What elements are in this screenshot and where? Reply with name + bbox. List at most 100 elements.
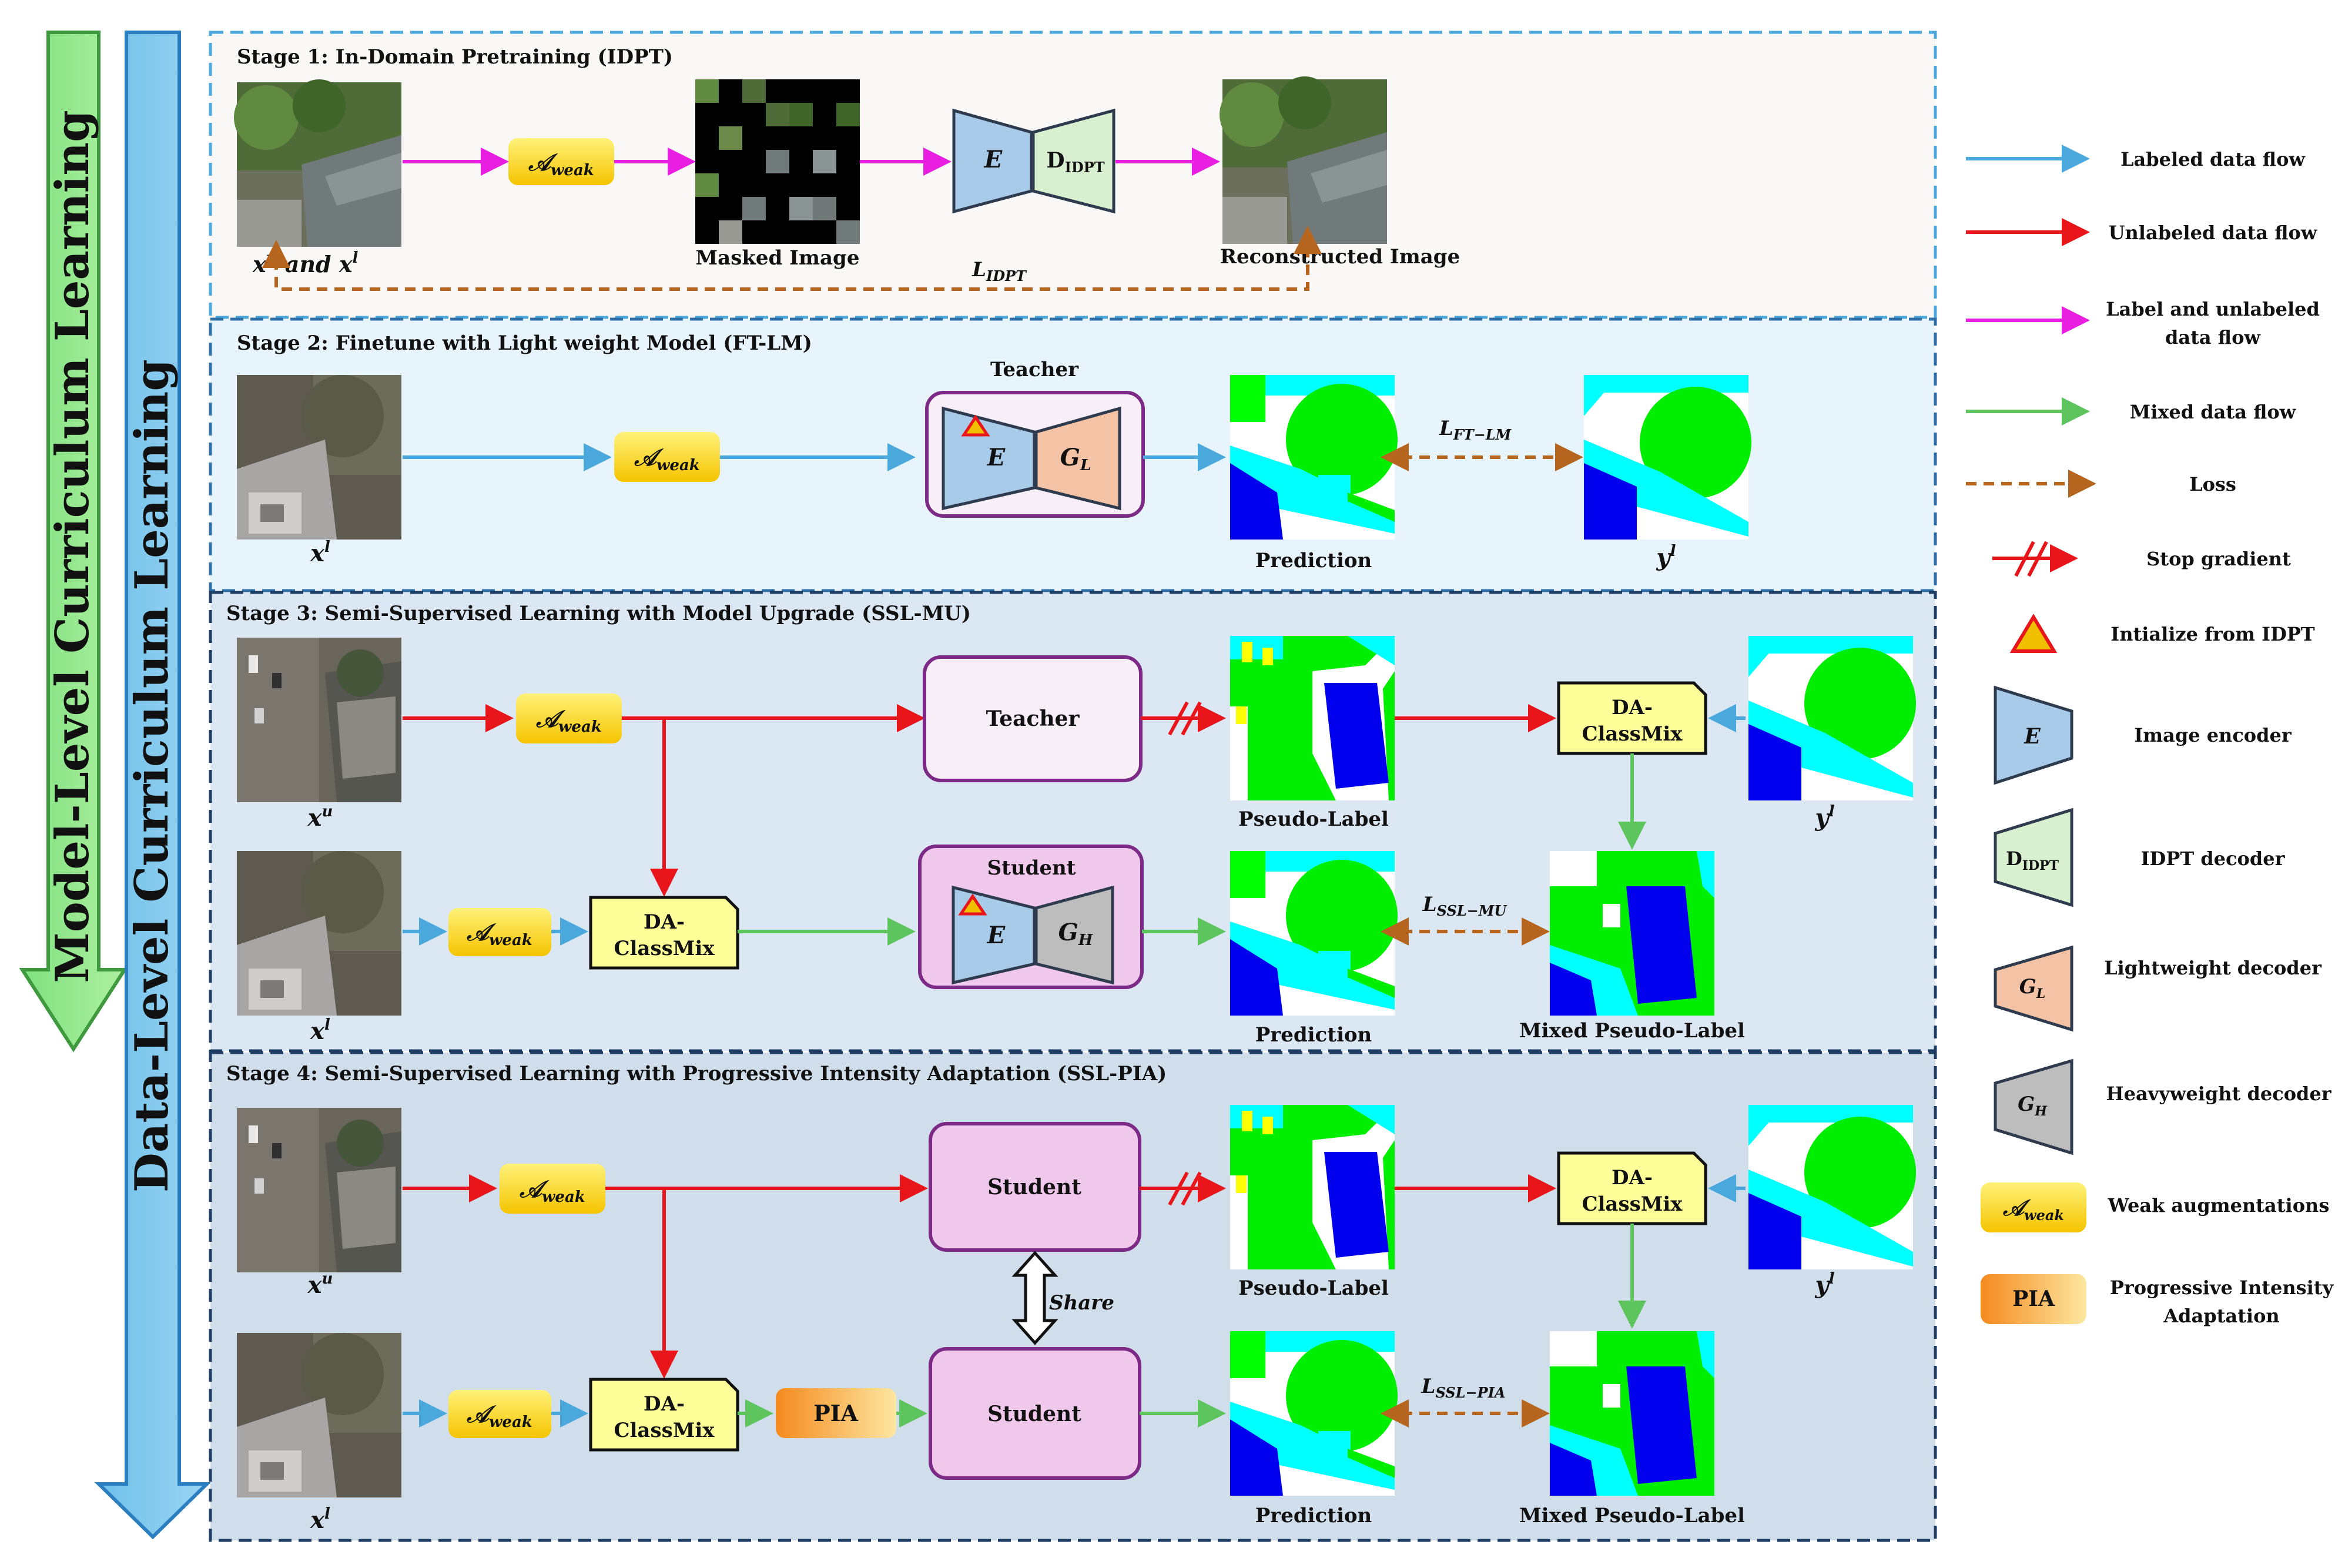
stage3-classmix-bottom: DA- ClassMix (589, 896, 739, 970)
stage1-masked-label: Masked Image (696, 246, 860, 270)
stage3-mixed-pseudo-map (1550, 851, 1714, 1016)
model-level-label: Model-Level Curriculum Learning (46, 110, 99, 983)
legend-labeled: Labeled data flow (2120, 148, 2306, 170)
svg-text:Share: Share (1049, 1291, 1114, 1315)
legend-label-unlabeled-1: Label and unlabeled (2106, 298, 2320, 320)
legend-light: Lightweight decoder (2104, 957, 2322, 979)
stage1-loss-line (262, 226, 1322, 291)
stage4-classmix-top: DA- ClassMix (1557, 1151, 1707, 1225)
svg-text:PIA: PIA (813, 1400, 858, 1426)
legend-light-decoder-icon: GL (1994, 945, 2073, 1032)
svg-text:DA-: DA- (644, 1392, 685, 1416)
svg-text:ClassMix: ClassMix (614, 1419, 715, 1442)
stage3-labeled-image (237, 851, 401, 1016)
svg-text:𝒜weak: 𝒜weak (535, 705, 602, 736)
stage4-xl-label: xl (310, 1505, 330, 1534)
svg-text:𝒜weak: 𝒜weak (2002, 1194, 2064, 1224)
stage1-encoder: E (952, 108, 1033, 214)
legend-heavy-decoder-icon: GH (1994, 1058, 2073, 1155)
stage4-stop-gradient (1168, 1171, 1202, 1206)
svg-text:DIDPT: DIDPT (2006, 847, 2059, 873)
svg-text:GH: GH (1058, 919, 1094, 949)
svg-text:E: E (987, 922, 1006, 949)
stage3-loss-label: LSSL−MU (1422, 893, 1508, 919)
stage4-pia-block: PIA (776, 1388, 896, 1438)
legend-idpt-decoder-icon: DIDPT (1994, 808, 2073, 907)
stage3-pseudo-label-map (1230, 636, 1395, 800)
stage3-unlabeled-image (237, 638, 401, 802)
stage3-stop-gradient (1168, 701, 1202, 736)
svg-text:𝒜weak: 𝒜weak (528, 149, 594, 179)
stage4-unlabeled-image (237, 1108, 401, 1272)
stage3-student-label: Student (987, 856, 1076, 880)
stage4-prediction-map (1230, 1331, 1398, 1496)
stage2-teacher-title: Teacher (990, 358, 1079, 381)
legend-init-triangle-icon (2009, 614, 2058, 653)
stage4-ground-truth (1748, 1105, 1916, 1269)
legend-stop: Stop gradient (2146, 548, 2291, 570)
stage4-mixed-label: Mixed Pseudo-Label (1519, 1504, 1745, 1527)
svg-text:DA-: DA- (1612, 696, 1653, 719)
stage1-reconstructed-image (1220, 76, 1387, 244)
legend-encoder-icon: E (1994, 685, 2073, 785)
stage3-init-triangle (958, 893, 987, 916)
stage4-classmix-bottom: DA- ClassMix (589, 1378, 739, 1452)
stage3-xu-label: xu (307, 803, 333, 832)
stage2-title: Stage 2: Finetune with Light weight Mode… (237, 331, 812, 355)
svg-text:ClassMix: ClassMix (1582, 722, 1683, 746)
stage2-weak-aug: 𝒜weak (614, 432, 720, 482)
stage4-pseudo-label: Pseudo-Label (1238, 1276, 1389, 1300)
stage4-weak-aug-l: 𝒜weak (448, 1390, 551, 1438)
stage1-weak-aug: 𝒜weak (508, 138, 614, 185)
svg-text:DA-: DA- (1612, 1166, 1653, 1190)
stage2-ground-truth (1584, 375, 1751, 540)
legend-init: Intialize from IDPT (2110, 623, 2315, 645)
stage3-teacher-label: Teacher (986, 706, 1080, 731)
stage2-init-triangle (961, 414, 990, 437)
stage2-input-image (237, 375, 401, 540)
legend-unlabeled: Unlabeled data flow (2109, 222, 2318, 244)
stage3-prediction-map (1230, 851, 1398, 1016)
stage2-input-label: xl (310, 538, 330, 567)
stage4-student-bottom-label: Student (987, 1402, 1081, 1426)
stage3-prediction-label: Prediction (1255, 1023, 1372, 1047)
stage2-target-label: yl (1656, 542, 1676, 571)
svg-text:E: E (2024, 724, 2041, 749)
stage4-prediction-label: Prediction (1255, 1504, 1372, 1527)
stage3-ground-truth (1748, 636, 1916, 800)
legend-stop-gradient-icon (1992, 541, 2078, 577)
legend-encoder: Image encoder (2134, 724, 2292, 746)
svg-text:ClassMix: ClassMix (614, 937, 715, 960)
svg-text:GL: GL (2019, 975, 2046, 1001)
data-level-label: Data-Level Curriculum Learning (125, 359, 179, 1192)
stage3-xl-label: xl (310, 1016, 330, 1045)
stage4-weak-aug-u: 𝒜weak (500, 1164, 605, 1214)
stage1-idpt-decoder: DIDPT (1031, 108, 1115, 214)
legend-pia-2: Adaptation (2163, 1305, 2279, 1327)
stage3-heavy-decoder: GH (1034, 885, 1114, 985)
legend-loss: Loss (2189, 473, 2236, 495)
stage1-masked-image (695, 79, 860, 244)
legend-heavy: Heavyweight decoder (2106, 1083, 2331, 1105)
svg-text:E: E (984, 146, 1003, 173)
stage3-classmix-top: DA- ClassMix (1557, 681, 1707, 755)
svg-text:GH: GH (2018, 1093, 2048, 1119)
legend-weak: Weak augmentations (2108, 1194, 2330, 1217)
stage3-weak-aug-u: 𝒜weak (516, 693, 622, 743)
svg-text:E: E (987, 444, 1006, 471)
stage4-loss-label: LSSL−PIA (1421, 1375, 1506, 1401)
stage2-light-decoder: GL (1034, 406, 1121, 511)
svg-text:DA-: DA- (644, 910, 685, 934)
svg-text:GL: GL (1060, 444, 1091, 474)
stage3-target-label: yl (1814, 803, 1834, 832)
legend-weak-aug-icon: 𝒜weak (1981, 1182, 2086, 1232)
stage4-mixed-pseudo-map (1550, 1331, 1714, 1496)
svg-text:PIA: PIA (2012, 1286, 2055, 1311)
stage4-target-label: yl (1814, 1270, 1834, 1299)
stage1-loss-label: LIDPT (972, 258, 1027, 284)
stage2-loss-label: LFT−LM (1439, 417, 1512, 443)
stage4-share-arrow: Share (1011, 1251, 1114, 1345)
stage1-recon-label: Reconstructed Image (1220, 245, 1460, 269)
stage3-title: Stage 3: Semi-Supervised Learning with M… (226, 602, 971, 625)
